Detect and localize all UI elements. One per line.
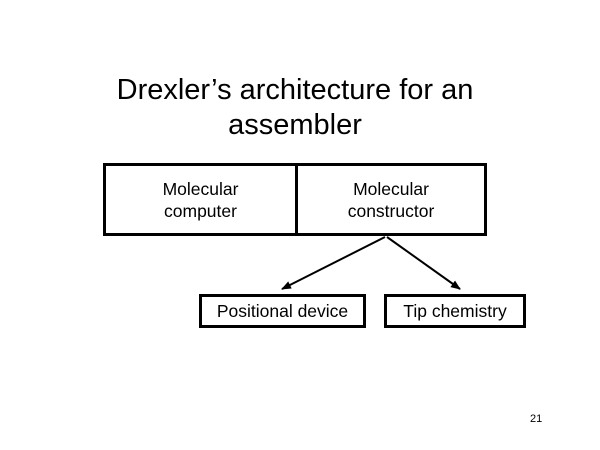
molecular-constructor-box: Molecular constructor <box>295 163 487 236</box>
arrow-to-positional-device <box>281 236 386 290</box>
page-number: 21 <box>530 413 543 425</box>
tip-chemistry-box: Tip chemistry <box>384 294 526 328</box>
slide-title-line-1: Drexler’s architecture for an <box>116 74 474 106</box>
arrow-to-tip-chemistry <box>386 236 461 290</box>
slide-title-line-2: assembler <box>228 109 362 141</box>
positional-device-box: Positional device <box>199 294 366 328</box>
molecular-computer-box: Molecular computer <box>103 163 298 236</box>
